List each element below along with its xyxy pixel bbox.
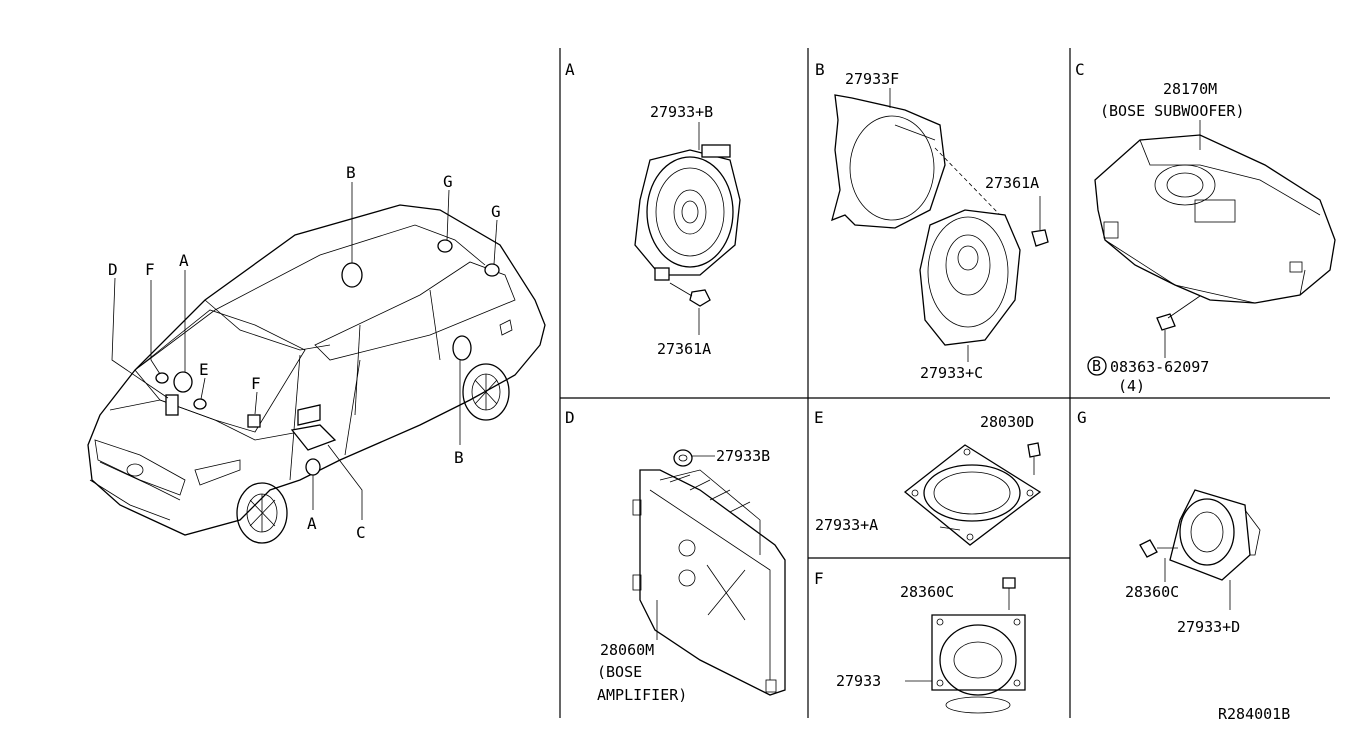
- callout-b: B: [346, 163, 357, 182]
- panel-a-part-2: 27361A: [657, 340, 711, 358]
- vehicle-illustration: [87, 182, 546, 544]
- panel-e-speaker: [903, 442, 1042, 546]
- panel-b-part-1: 27933F: [845, 70, 899, 88]
- panel-c-subwoofer: [1094, 120, 1336, 358]
- center-speaker-e: [193, 398, 207, 410]
- panel-d-part-2: 28060M: [600, 641, 654, 659]
- panel-b-part-2: 27361A: [985, 174, 1039, 192]
- callout-e: E: [199, 360, 210, 379]
- subwoofer-c: [290, 424, 337, 451]
- panel-g-part-2: 27933+D: [1177, 618, 1240, 636]
- tweeter-f: [155, 372, 169, 384]
- callout-d: D: [108, 260, 119, 279]
- panel-e-letter: E: [814, 408, 825, 427]
- panel-f-letter: F: [814, 569, 825, 588]
- panel-b-letter: B: [815, 60, 826, 79]
- tweeter-f2: [247, 414, 261, 428]
- callout-a2: A: [307, 514, 318, 533]
- roof-speaker-b: [341, 262, 363, 288]
- callout-f: F: [145, 260, 156, 279]
- panel-a-letter: A: [565, 60, 576, 79]
- panel-f-part-1: 28360C: [900, 583, 954, 601]
- panel-c-part-3: 08363-62097: [1110, 358, 1209, 376]
- callout-f2: F: [251, 374, 262, 393]
- panel-e-part-2: 27933+A: [815, 516, 878, 534]
- bolt-symbol: B: [1092, 357, 1101, 375]
- panel-f-speaker: [905, 577, 1026, 714]
- panel-grid: [559, 48, 1330, 718]
- callout-g2: G: [491, 202, 502, 221]
- rear-door-speaker-b: [452, 335, 472, 361]
- rear-pillar-speaker-g2: [484, 263, 500, 277]
- panel-a-part-1: 27933+B: [650, 103, 713, 121]
- panel-g-speaker: [1139, 489, 1261, 610]
- front-door-speaker-a: [305, 458, 321, 476]
- panel-d-part-3: (BOSE: [597, 663, 642, 681]
- panel-g-letter: G: [1077, 408, 1088, 427]
- panel-e-part-1: 28030D: [980, 413, 1034, 431]
- panel-d-part-1: 27933B: [716, 447, 770, 465]
- panel-d-letter: D: [565, 408, 576, 427]
- panel-d-amplifier: [632, 449, 786, 696]
- panel-c-part-1: 28170M: [1163, 80, 1217, 98]
- callout-c: C: [356, 523, 367, 542]
- callout-a: A: [179, 251, 190, 270]
- panel-g-part-1: 28360C: [1125, 583, 1179, 601]
- reference-code: R284001B: [1218, 705, 1290, 723]
- panel-c-part-2: (BOSE SUBWOOFER): [1100, 102, 1245, 120]
- rear-pillar-speaker-g: [437, 239, 453, 253]
- seat-block: [297, 404, 321, 426]
- panel-b-speaker: [831, 94, 1049, 346]
- callout-g: G: [443, 172, 454, 191]
- bolt-symbol-circle: [1087, 356, 1107, 376]
- panel-b-part-3: 27933+C: [920, 364, 983, 382]
- dash-speaker-a: [173, 371, 193, 393]
- amplifier-d: [165, 394, 179, 416]
- panel-c-letter: C: [1075, 60, 1086, 79]
- panel-f-part-2: 27933: [836, 672, 881, 690]
- panel-d-part-4: AMPLIFIER): [597, 686, 687, 704]
- callout-b2: B: [454, 448, 465, 467]
- panel-c-part-4: (4): [1118, 377, 1145, 395]
- panel-a-speaker: [634, 144, 741, 307]
